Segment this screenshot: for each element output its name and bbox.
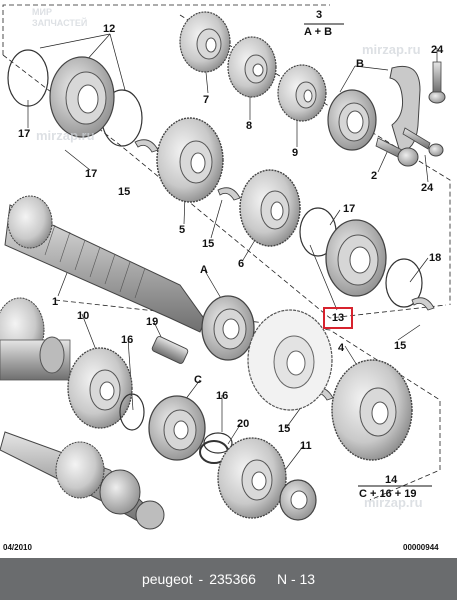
callout-11: 11: [300, 440, 312, 452]
retaining-plate: [389, 65, 421, 153]
callout-b: B: [356, 58, 364, 70]
highlighted-callout-13[interactable]: 13: [323, 307, 353, 329]
callout-17-b: 17: [85, 168, 98, 180]
small-bearing: [279, 479, 317, 521]
bolt-2: [375, 137, 419, 167]
synchro-hub-12: [49, 56, 115, 138]
callout-4: 4: [338, 342, 345, 354]
gear-5: [156, 117, 224, 203]
bolt-24-upper: [428, 61, 446, 104]
callout-12: 12: [103, 23, 116, 35]
callout-13: 13: [331, 312, 345, 324]
formula-3: A + B: [304, 26, 333, 38]
callout-a: A: [200, 264, 208, 276]
gear-7: [179, 11, 231, 73]
footer-ref-label: N - 13: [276, 571, 316, 587]
callout-20: 20: [237, 418, 250, 430]
callout-16-a: 16: [121, 334, 134, 346]
callout-8: 8: [246, 120, 253, 132]
reference-code: 00000944: [403, 543, 439, 552]
callout-3: 3: [316, 9, 323, 21]
callout-10: 10: [77, 310, 90, 322]
gear-8: [227, 36, 277, 98]
watermark-brand-bottom: ЗАПЧАСТЕЙ: [32, 18, 88, 28]
watermark-site-2: mirzap.ru: [36, 128, 95, 143]
synchro-c: [148, 395, 206, 461]
footer-brand: peugeot: [141, 571, 193, 587]
footer-separator: -: [198, 571, 204, 587]
rings-16: [119, 393, 233, 454]
callout-19: 19: [146, 316, 159, 328]
input-shaft: [4, 195, 206, 333]
bearing-b: [327, 89, 377, 151]
callout-14: 14: [385, 474, 398, 486]
callout-15-d: 15: [278, 423, 291, 435]
callout-7: 7: [203, 94, 210, 106]
gearbox-exploded-diagram: [0, 4, 451, 530]
footer-bar: peugeot - 235366 N - 13: [0, 558, 457, 600]
callout-15-c: 15: [394, 340, 407, 352]
callout-17-a: 17: [18, 128, 31, 140]
key-19: [151, 336, 189, 364]
watermark-brand-top: МИР: [32, 7, 52, 17]
footer-part-number: 235366: [209, 571, 256, 587]
callout-18: 18: [429, 252, 442, 264]
callout-16-b: 16: [216, 390, 229, 402]
callout-5: 5: [179, 224, 186, 236]
watermark-site-1: mirzap.ru: [362, 42, 421, 57]
gear-10: [67, 347, 133, 429]
callout-15-b: 15: [202, 238, 215, 250]
gear-6: [239, 169, 301, 247]
callout-24-upper: 24: [431, 44, 444, 56]
formula-underlines: [304, 23, 432, 487]
callout-24-lower: 24: [421, 182, 434, 194]
callout-9: 9: [292, 147, 299, 159]
gear-4: [331, 359, 413, 461]
bearing-a: [201, 295, 255, 361]
gear-11: [217, 437, 287, 519]
callout-c: C: [194, 374, 202, 386]
date-code: 04/2010: [3, 543, 32, 552]
bolt-24-lower: [402, 127, 444, 157]
output-shaft-assembly: [0, 431, 165, 530]
secondary-shaft-gears: [0, 297, 71, 381]
callout-1: 1: [52, 296, 59, 308]
gear-9: [277, 64, 327, 122]
callout-17-c: 17: [343, 203, 356, 215]
callout-2: 2: [371, 170, 378, 182]
callout-15-a: 15: [118, 186, 131, 198]
watermark-site-3: mirzap.ru: [364, 495, 423, 510]
bearing-13: [325, 219, 387, 297]
callout-6: 6: [238, 258, 245, 270]
large-helical-gear: [247, 309, 333, 411]
formula-14: C + 16 + 19: [359, 488, 417, 500]
